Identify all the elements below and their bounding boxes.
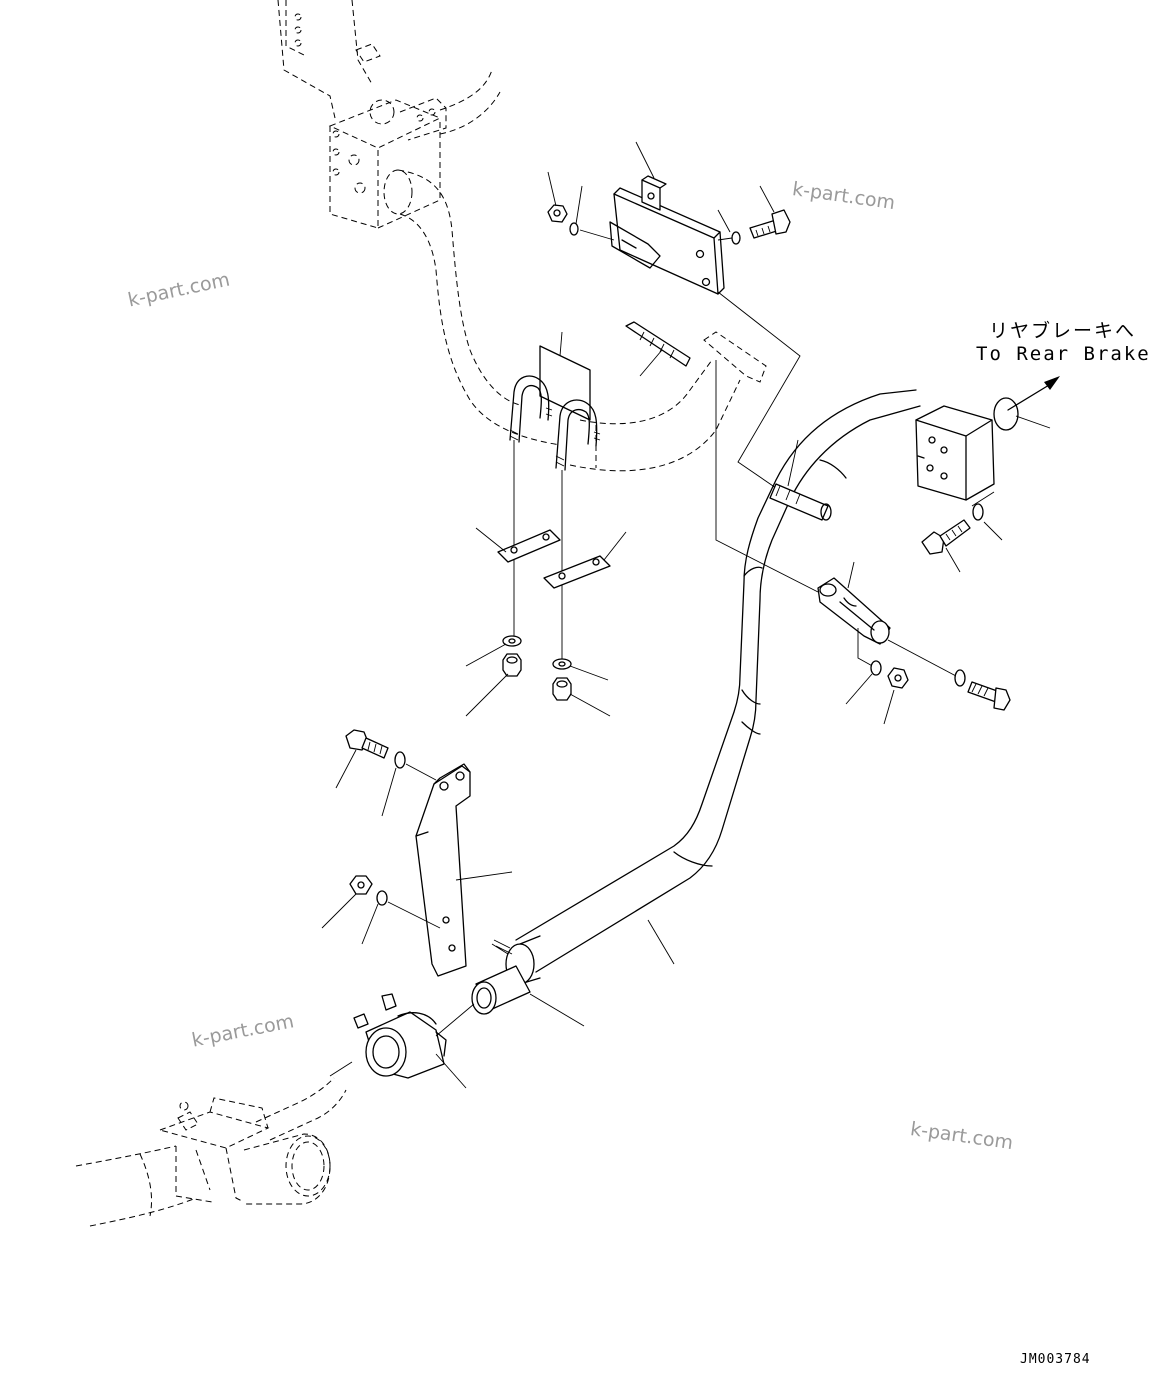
bracket-bolt bbox=[345, 729, 406, 769]
sensor-fitting bbox=[625, 321, 767, 383]
rear-brake-label-en: To Rear Brake bbox=[976, 343, 1151, 365]
upper-frame-reference bbox=[277, 0, 741, 472]
junction-block bbox=[915, 397, 1019, 501]
pipe-clip bbox=[817, 577, 891, 645]
leader-lines bbox=[321, 141, 1051, 1089]
u-bolts bbox=[509, 345, 601, 471]
clip-nut bbox=[870, 660, 909, 689]
bracket-nut bbox=[349, 875, 388, 906]
to-rear-brake-arrow bbox=[1007, 376, 1060, 411]
block-bolt bbox=[921, 503, 984, 555]
brake-pipe bbox=[471, 389, 921, 1015]
drawing-code: JM003784 bbox=[1020, 1352, 1091, 1367]
clip-bolt bbox=[887, 639, 1011, 711]
pipe-bracket bbox=[415, 763, 471, 977]
plate-nut bbox=[547, 204, 579, 236]
plate-bolt bbox=[731, 209, 791, 245]
u-bolt-nuts bbox=[502, 635, 572, 701]
rear-brake-label-jp: リヤブレーキへ bbox=[989, 320, 1137, 342]
u-bolt-plates bbox=[497, 529, 611, 589]
lower-axle-reference bbox=[75, 1077, 347, 1227]
mounting-plate bbox=[609, 175, 725, 295]
pipe-coupler bbox=[353, 993, 447, 1079]
